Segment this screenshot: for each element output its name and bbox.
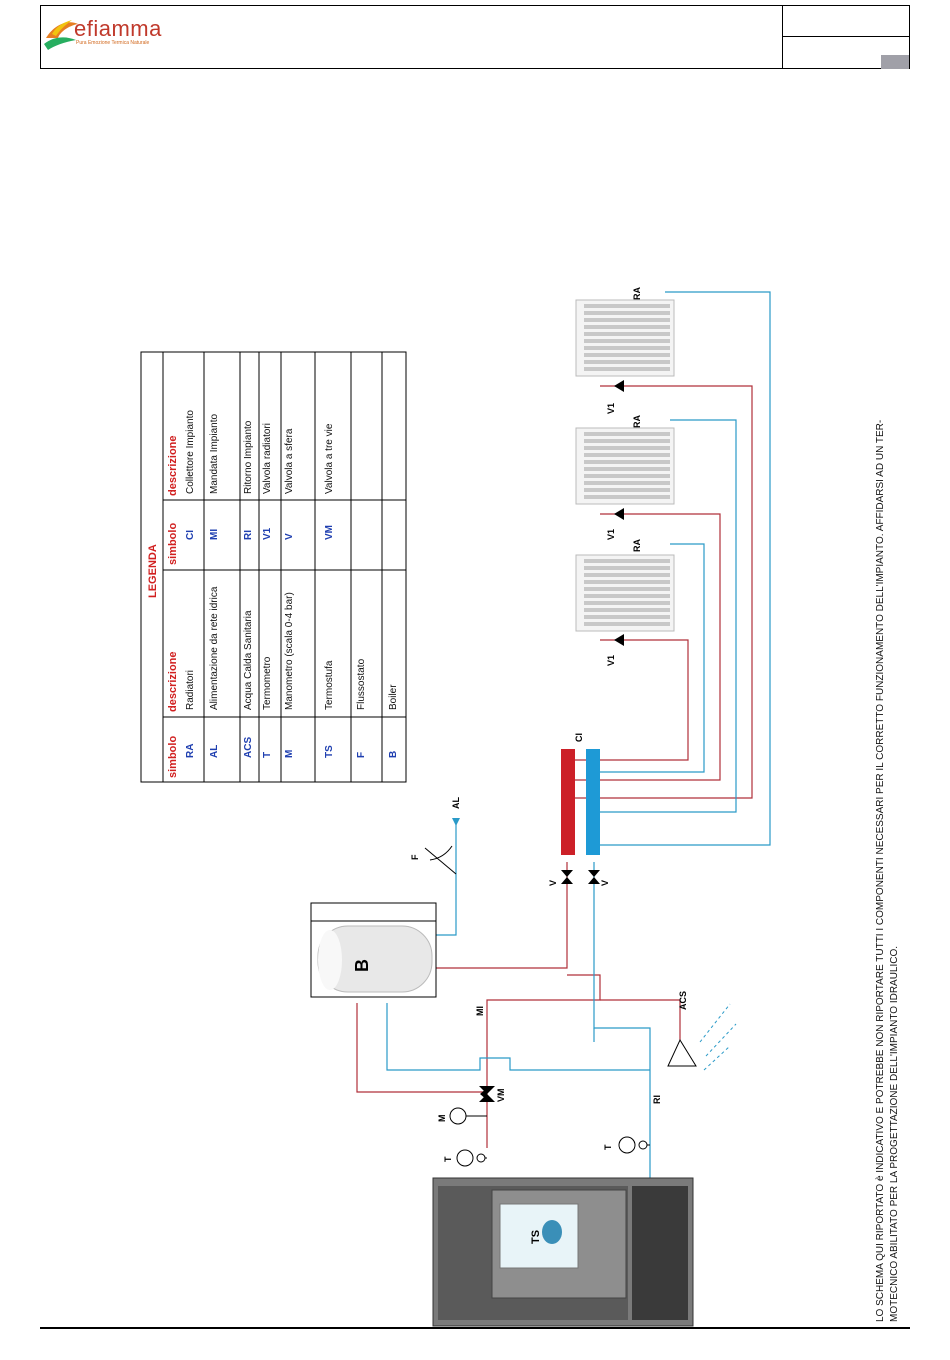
legend-symbol: V1 xyxy=(262,527,273,540)
legend-symbol: MI xyxy=(209,528,220,540)
legend-description: Flussostato xyxy=(356,658,367,710)
shower xyxy=(667,1038,697,1067)
ball-valve xyxy=(561,870,600,884)
radiator xyxy=(575,427,675,505)
label-mi: MI xyxy=(475,1006,485,1016)
acs-pipe xyxy=(600,999,681,1040)
disclaimer-line: MOTECNICO ABILITATO PER LA PROGETTAZIONE… xyxy=(889,945,900,1322)
legend-symbol: B xyxy=(388,750,399,758)
legend-symbol: ACS xyxy=(243,736,254,758)
label-v: V xyxy=(548,879,558,886)
legend-symbol: CI xyxy=(185,530,196,540)
legend-header-symbol: simbolo xyxy=(167,522,179,565)
boiler xyxy=(310,902,437,998)
label-ra: RA xyxy=(632,415,642,428)
label-ra: RA xyxy=(632,539,642,552)
legend-symbol: TS xyxy=(324,745,335,758)
legend-header-description: descrizione xyxy=(167,435,179,496)
label-ts: TS xyxy=(530,1229,542,1244)
label-t: T xyxy=(443,1156,453,1163)
legend-description: Collettore Impianto xyxy=(185,410,196,494)
header-divider xyxy=(782,36,910,37)
supply-arrow xyxy=(452,818,460,826)
collector-blue xyxy=(586,749,600,855)
page-tab-marker xyxy=(881,55,909,69)
legend-header-description: descrizione xyxy=(167,651,179,712)
legend-description: Boiler xyxy=(388,684,399,710)
label-vm: VM xyxy=(496,1088,506,1103)
legend-description: Valvola a tre vie xyxy=(324,423,335,494)
radiator xyxy=(575,299,675,377)
label-v1: V1 xyxy=(606,402,616,414)
label-b: B xyxy=(352,959,372,972)
legend-header-symbol: simbolo xyxy=(167,735,179,778)
label-v1: V1 xyxy=(606,654,616,666)
label-ci: CI xyxy=(574,733,584,742)
legend-description: Valvola a sfera xyxy=(284,428,295,494)
disclaimer-line: LO SCHEMA QUI RIPORTATO è INDICATIVO E P… xyxy=(875,419,886,1322)
legend-symbol: VM xyxy=(324,525,335,540)
label-t: T xyxy=(603,1144,613,1151)
gauge xyxy=(449,1107,650,1167)
legend-description: Valvola radiatori xyxy=(262,423,273,494)
header-divider xyxy=(782,5,783,69)
label-acs: ACS xyxy=(678,990,688,1010)
brand-name: efiamma xyxy=(74,16,162,41)
shower-water xyxy=(699,1003,737,1071)
supply-pipes xyxy=(356,385,753,1148)
stove xyxy=(432,1177,694,1327)
legend-description: Radiatori xyxy=(185,669,196,710)
legend-description: Termostufa xyxy=(324,660,335,710)
legend-symbol: RI xyxy=(243,530,254,540)
return-pipes xyxy=(386,291,771,1178)
label-ri: RI xyxy=(652,1095,662,1104)
legend-description: Acqua Calda Sanitaria xyxy=(243,610,254,710)
header-frame xyxy=(40,5,910,69)
legend-description: Termometro xyxy=(262,656,273,710)
brand-logo xyxy=(44,20,78,50)
label-m: M xyxy=(437,1114,447,1123)
label-v: V xyxy=(600,879,610,886)
legend-symbol: T xyxy=(262,751,273,758)
label-ra: RA xyxy=(632,287,642,300)
legend-symbol: AL xyxy=(209,744,220,758)
legend-symbol: F xyxy=(356,751,367,758)
footer-rule xyxy=(40,1327,910,1329)
label-al: AL xyxy=(451,797,461,809)
three-way-valve xyxy=(479,1086,495,1102)
legend-description: Ritorno Impianto xyxy=(243,420,254,494)
legend-symbol: V xyxy=(284,533,295,540)
legend-description: Manometro (scala 0-4 bar) xyxy=(284,592,295,710)
legend-table xyxy=(140,351,407,783)
label-v1: V1 xyxy=(606,528,616,540)
legend-symbol: M xyxy=(284,749,295,758)
radiator xyxy=(575,554,675,632)
legend-description: Alimentazione da rete idrica xyxy=(209,586,220,710)
collector-red xyxy=(561,749,575,855)
legend-title: LEGENDA xyxy=(147,544,159,598)
legend-symbol: RA xyxy=(185,743,196,758)
label-f: F xyxy=(410,854,420,861)
legend-description: Mandata Impianto xyxy=(209,413,220,494)
flow-switch xyxy=(424,845,457,875)
brand-tagline: Pura Emozione Termica Naturale xyxy=(76,40,150,46)
radiator-valve xyxy=(614,380,624,646)
